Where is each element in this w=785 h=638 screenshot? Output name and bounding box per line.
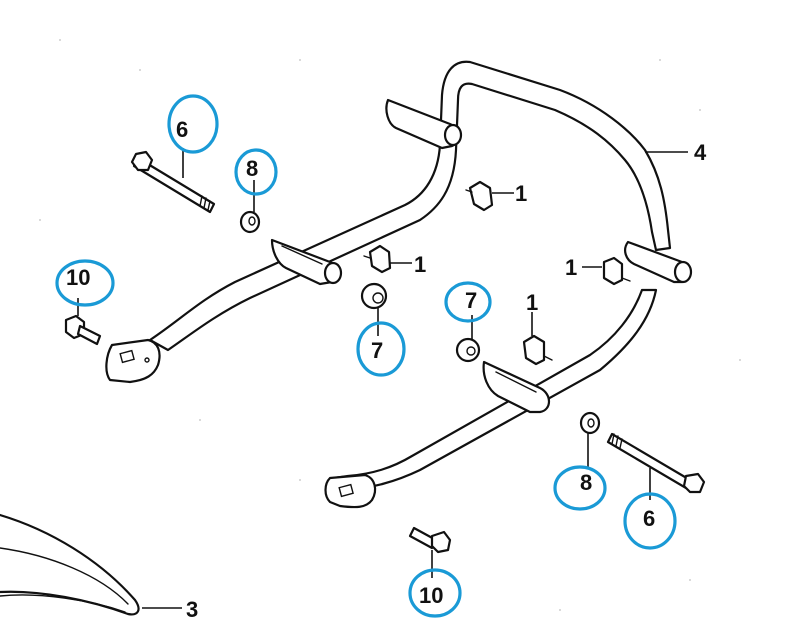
callout-1-c: 1 <box>565 255 577 280</box>
long-bolt-left: 6 <box>130 94 219 214</box>
bracket-clip-c: 1 <box>565 255 631 286</box>
callout-8-right: 8 <box>580 470 592 495</box>
flange-bolt-left: 10 <box>55 259 115 346</box>
washer-right: 8 <box>553 411 607 511</box>
long-bolt-right: 6 <box>606 432 706 550</box>
flange-bolt-bottom: 10 <box>408 526 462 618</box>
callout-3: 3 <box>186 597 198 622</box>
fender: 3 <box>0 513 198 622</box>
callout-7-mid: 7 <box>465 288 477 313</box>
highlight-ring <box>623 492 677 550</box>
highlight-ring <box>553 465 607 511</box>
callout-1-b: 1 <box>414 252 426 277</box>
paper-texture <box>39 39 741 611</box>
grommet-nut-mid: 7 <box>444 281 492 363</box>
grab-rail-frame: 4 <box>105 60 707 509</box>
callout-6-left: 6 <box>176 117 188 142</box>
highlight-ring <box>55 259 115 307</box>
bracket-clip-d: 1 <box>522 290 553 366</box>
highlight-ring <box>234 148 278 196</box>
highlight-ring <box>444 281 492 323</box>
callout-7-left: 7 <box>371 338 383 363</box>
callout-10-left: 10 <box>66 265 90 290</box>
highlight-ring <box>408 568 462 618</box>
washer-left: 8 <box>234 148 278 234</box>
bracket-clip-b: 1 <box>363 244 426 277</box>
callout-1-a: 1 <box>515 181 527 206</box>
callout-4: 4 <box>694 140 707 165</box>
highlight-ring <box>356 321 406 377</box>
callout-10-bottom: 10 <box>419 583 443 608</box>
bracket-clip-a: 1 <box>465 180 527 212</box>
highlight-ring <box>167 94 219 154</box>
callout-6-right: 6 <box>643 506 655 531</box>
callout-1-d: 1 <box>526 290 538 315</box>
grommet-nut-left: 7 <box>356 282 406 377</box>
callout-8-left: 8 <box>246 156 258 181</box>
